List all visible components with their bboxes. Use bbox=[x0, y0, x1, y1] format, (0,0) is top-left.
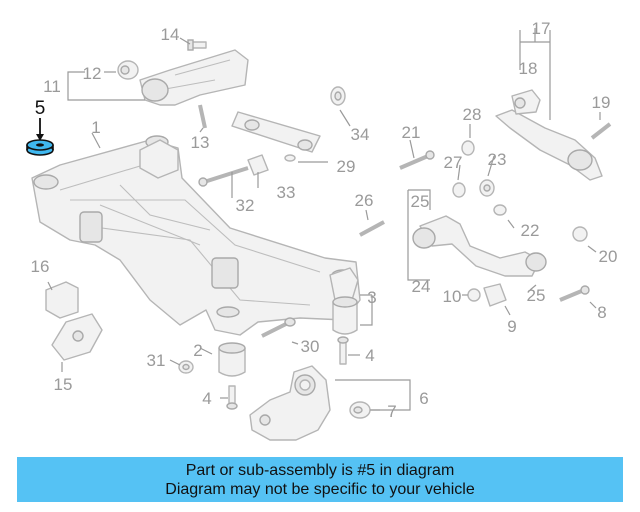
label-15: 15 bbox=[54, 375, 73, 394]
label-32: 32 bbox=[236, 196, 255, 215]
label-4-upper: 4 bbox=[365, 346, 374, 365]
bolt-8[interactable] bbox=[559, 285, 590, 302]
label-27: 27 bbox=[444, 153, 463, 172]
label-17: 17 bbox=[532, 19, 551, 38]
part-5-highlighted[interactable] bbox=[26, 118, 54, 156]
label-25-upper: 25 bbox=[411, 192, 430, 211]
nut-31[interactable] bbox=[178, 360, 194, 374]
label-5: 5 bbox=[35, 98, 46, 119]
label-30: 30 bbox=[301, 337, 320, 356]
label-18: 18 bbox=[519, 59, 538, 78]
bolt-14[interactable] bbox=[187, 39, 207, 51]
label-16: 16 bbox=[31, 257, 50, 276]
bushing-3[interactable] bbox=[332, 296, 358, 335]
label-6: 6 bbox=[419, 389, 428, 408]
subframe bbox=[31, 135, 361, 336]
trailing-arm-17[interactable] bbox=[495, 109, 603, 181]
label-12: 12 bbox=[83, 64, 102, 83]
label-23: 23 bbox=[488, 150, 507, 169]
label-14: 14 bbox=[161, 25, 180, 44]
label-28: 28 bbox=[463, 105, 482, 124]
bolt-4-lower[interactable] bbox=[226, 385, 238, 410]
bolt-19[interactable] bbox=[590, 122, 612, 140]
nut-28[interactable] bbox=[461, 140, 475, 156]
label-19: 19 bbox=[592, 93, 611, 112]
mount-15[interactable] bbox=[51, 313, 103, 361]
bushing-2[interactable] bbox=[218, 342, 246, 377]
mount-16[interactable] bbox=[45, 281, 79, 319]
lateral-link-29[interactable] bbox=[231, 111, 321, 162]
bolt-26[interactable] bbox=[359, 220, 385, 237]
bushing-18[interactable] bbox=[511, 89, 541, 115]
bolt-4-upper[interactable] bbox=[337, 336, 349, 365]
bolt-21[interactable] bbox=[399, 150, 435, 170]
bushing-12[interactable] bbox=[117, 60, 139, 80]
label-1: 1 bbox=[91, 118, 100, 137]
label-25-lower: 25 bbox=[527, 286, 546, 305]
bracket-33[interactable] bbox=[247, 154, 269, 176]
bolt-13[interactable] bbox=[198, 104, 207, 129]
knuckle-6[interactable] bbox=[249, 365, 331, 441]
nut-10[interactable] bbox=[467, 288, 481, 302]
washer-27[interactable] bbox=[452, 182, 466, 198]
lower-arm-24[interactable] bbox=[412, 215, 547, 277]
label-31: 31 bbox=[147, 351, 166, 370]
label-11: 11 bbox=[43, 77, 61, 96]
upper-arm[interactable] bbox=[139, 49, 249, 106]
label-21: 21 bbox=[402, 123, 421, 142]
info-banner: Part or sub-assembly is #5 in diagram Di… bbox=[17, 457, 623, 502]
leader-lines bbox=[47, 28, 601, 411]
label-3: 3 bbox=[367, 288, 376, 307]
banner-line-2: Diagram may not be specific to your vehi… bbox=[165, 480, 475, 498]
bushing-20[interactable] bbox=[572, 226, 588, 242]
label-33: 33 bbox=[277, 183, 296, 202]
label-24: 24 bbox=[412, 277, 431, 296]
label-29: 29 bbox=[337, 157, 356, 176]
label-26: 26 bbox=[355, 191, 374, 210]
label-9: 9 bbox=[507, 317, 516, 336]
callout-labels: 1 2 3 4 4 6 7 8 9 10 11 12 13 14 15 16 1… bbox=[31, 19, 618, 421]
label-8: 8 bbox=[597, 303, 606, 322]
bushing-7[interactable] bbox=[349, 401, 371, 419]
label-2: 2 bbox=[193, 341, 202, 360]
washer-22[interactable] bbox=[493, 204, 507, 216]
nut-23[interactable] bbox=[479, 179, 495, 197]
bolt-30[interactable] bbox=[261, 317, 296, 338]
label-7: 7 bbox=[387, 402, 396, 421]
label-10: 10 bbox=[443, 287, 462, 306]
label-13: 13 bbox=[191, 133, 210, 152]
bolt-32[interactable] bbox=[198, 166, 249, 187]
nut-34[interactable] bbox=[330, 86, 346, 106]
label-4-lower: 4 bbox=[202, 389, 211, 408]
bracket-9[interactable] bbox=[483, 283, 507, 307]
banner-line-1: Part or sub-assembly is #5 in diagram bbox=[185, 461, 455, 479]
label-20: 20 bbox=[599, 247, 618, 266]
label-22: 22 bbox=[521, 221, 540, 240]
label-34: 34 bbox=[351, 125, 370, 144]
